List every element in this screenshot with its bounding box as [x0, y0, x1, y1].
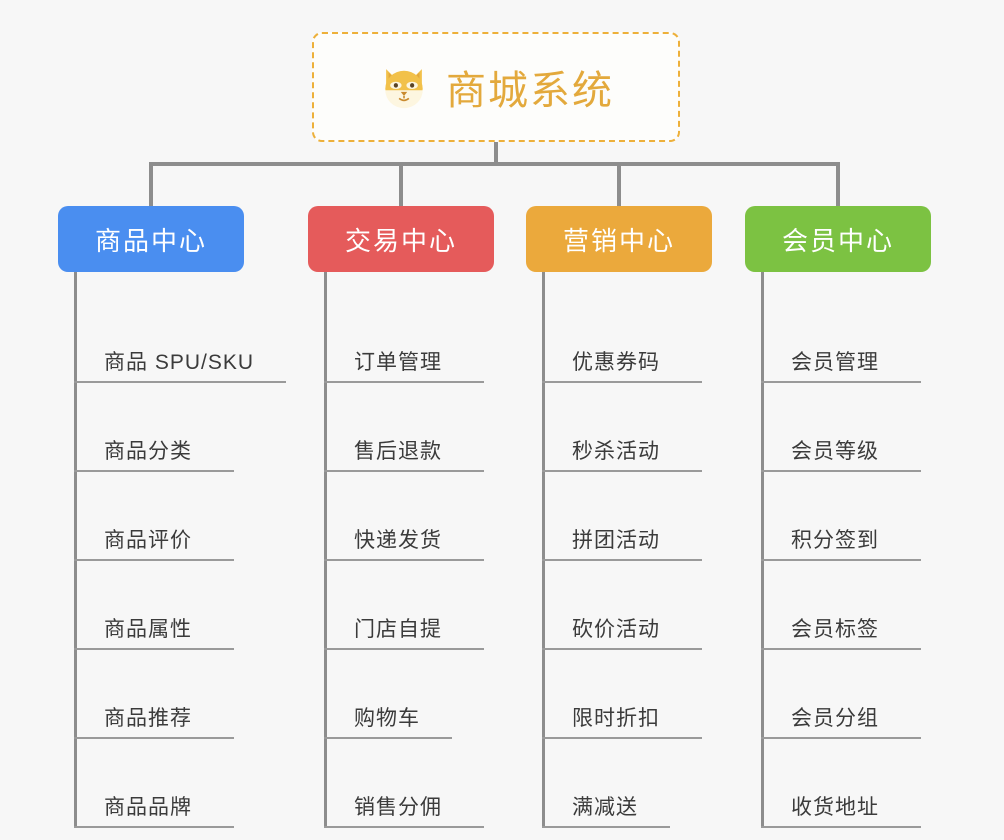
branch-header-4[interactable]: 会员中心	[745, 206, 931, 272]
leaf-label: 商品分类	[104, 440, 192, 463]
connector-root-stem	[494, 142, 498, 164]
branch-header-label-3: 营销中心	[562, 225, 675, 256]
connector-drop-3	[617, 162, 621, 208]
leaf-list-4: 会员管理 会员等级 积分签到 会员标签 会员分组 收货地址	[761, 272, 991, 828]
leaf-item[interactable]: 售后退款	[324, 383, 554, 472]
leaf-item[interactable]: 优惠券码	[542, 294, 772, 383]
leaf-item[interactable]: 砍价活动	[542, 561, 772, 650]
root-title: 商城系统	[446, 69, 614, 113]
leaf-item[interactable]: 拼团活动	[542, 472, 772, 561]
leaf-item[interactable]: 快递发货	[324, 472, 554, 561]
leaf-item[interactable]: 会员分组	[761, 650, 991, 739]
leaf-label: 售后退款	[354, 440, 442, 463]
leaf-label: 门店自提	[354, 618, 442, 641]
leaf-item[interactable]: 会员等级	[761, 383, 991, 472]
leaf-list-3: 优惠券码 秒杀活动 拼团活动 砍价活动 限时折扣 满减送	[542, 272, 772, 828]
leaf-item[interactable]: 购物车	[324, 650, 554, 739]
leaf-label: 积分签到	[791, 529, 879, 552]
root-node[interactable]: 商城系统	[312, 32, 680, 142]
leaf-list-1: 商品 SPU/SKU 商品分类 商品评价 商品属性 商品推荐 商品品牌	[74, 272, 304, 828]
branch-header-2[interactable]: 交易中心	[308, 206, 494, 272]
leaf-label: 限时折扣	[572, 707, 660, 730]
leaf-item[interactable]: 收货地址	[761, 739, 991, 828]
leaf-label: 满减送	[572, 796, 638, 819]
leaf-item[interactable]: 会员管理	[761, 294, 991, 383]
leaf-item[interactable]: 商品品牌	[74, 739, 304, 828]
branch-header-label-1: 商品中心	[94, 225, 207, 256]
branch-column-3: 营销中心 优惠券码 秒杀活动 拼团活动 砍价活动 限时折扣 满减送	[526, 206, 772, 828]
connector-bus	[149, 162, 840, 166]
connector-drop-1	[149, 162, 153, 208]
leaf-label: 购物车	[354, 707, 420, 730]
connector-drop-4	[836, 162, 840, 208]
leaf-label: 会员等级	[791, 440, 879, 463]
leaf-label: 商品属性	[104, 618, 192, 641]
leaf-label: 商品 SPU/SKU	[104, 351, 255, 374]
leaf-item[interactable]: 限时折扣	[542, 650, 772, 739]
leaf-item[interactable]: 商品属性	[74, 561, 304, 650]
leaf-label: 订单管理	[354, 351, 442, 374]
leaf-label: 快递发货	[354, 529, 442, 552]
branch-column-1: 商品中心 商品 SPU/SKU 商品分类 商品评价 商品属性 商品推荐 商品品牌	[58, 206, 304, 828]
leaf-label: 优惠券码	[572, 351, 660, 374]
branch-column-4: 会员中心 会员管理 会员等级 积分签到 会员标签 会员分组 收货地址	[745, 206, 991, 828]
leaf-item[interactable]: 销售分佣	[324, 739, 554, 828]
branch-column-2: 交易中心 订单管理 售后退款 快递发货 门店自提 购物车 销售分佣	[308, 206, 554, 828]
leaf-label: 砍价活动	[572, 618, 660, 641]
leaf-item[interactable]: 商品评价	[74, 472, 304, 561]
branch-header-label-2: 交易中心	[344, 225, 457, 256]
leaf-label: 销售分佣	[354, 796, 442, 819]
leaf-item[interactable]: 会员标签	[761, 561, 991, 650]
leaf-item[interactable]: 商品分类	[74, 383, 304, 472]
leaf-item[interactable]: 秒杀活动	[542, 383, 772, 472]
leaf-label: 会员标签	[791, 618, 879, 641]
leaf-label: 收货地址	[791, 796, 879, 819]
leaf-label: 商品推荐	[104, 707, 192, 730]
leaf-label: 拼团活动	[572, 529, 660, 552]
connector-drop-2	[399, 162, 403, 208]
leaf-item[interactable]: 门店自提	[324, 561, 554, 650]
leaf-item[interactable]: 积分签到	[761, 472, 991, 561]
leaf-item[interactable]: 满减送	[542, 739, 772, 828]
shiba-dog-face-icon	[378, 61, 430, 113]
leaf-label: 商品品牌	[104, 796, 192, 819]
leaf-item[interactable]: 订单管理	[324, 294, 554, 383]
leaf-item[interactable]: 商品 SPU/SKU	[74, 294, 304, 383]
leaf-item[interactable]: 商品推荐	[74, 650, 304, 739]
leaf-list-2: 订单管理 售后退款 快递发货 门店自提 购物车 销售分佣	[324, 272, 554, 828]
branch-header-1[interactable]: 商品中心	[58, 206, 244, 272]
leaf-label: 商品评价	[104, 529, 192, 552]
branch-header-3[interactable]: 营销中心	[526, 206, 712, 272]
leaf-label: 会员管理	[791, 351, 879, 374]
leaf-label: 秒杀活动	[572, 440, 660, 463]
branch-header-label-4: 会员中心	[781, 225, 894, 256]
leaf-label: 会员分组	[791, 707, 879, 730]
